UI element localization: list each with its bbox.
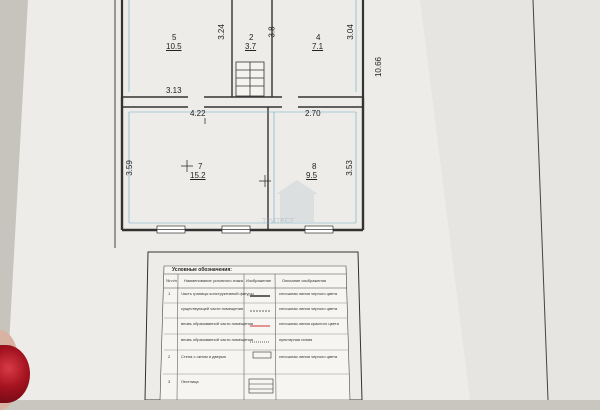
dim-2-70: 2.70 [305, 109, 321, 118]
legend-row-5-num: 2 [168, 354, 171, 359]
room-5-number: 5 [172, 33, 177, 42]
legend-row-5-desc: сплошная линия черного цвета [279, 354, 338, 359]
legend-row-2-desc: сплошная линия черного цвета [279, 306, 338, 311]
legend-row-3-name: вновь образованной части помещения [181, 321, 254, 326]
room-2-number: 2 [249, 33, 254, 42]
room-8-number: 8 [312, 162, 317, 171]
legend-row-3-desc: сплошная линия красного цвета [279, 321, 339, 326]
legend-row-6-num: 3 [168, 379, 171, 384]
room-2-area: 3.7 [245, 42, 257, 51]
legend-header-image: Изображение [246, 278, 272, 283]
legend-row-4-desc: пунктирная линия [279, 337, 313, 342]
outer-frame [532, 0, 549, 400]
dim-3-53: 3.53 [344, 160, 354, 176]
legend-header-name: Наименование условного знака [184, 278, 243, 283]
legend-header-num: № п/п [166, 278, 177, 283]
legend-header-description: Описание изображения [282, 278, 327, 283]
dim-3-13: 3.13 [166, 86, 182, 95]
legend-row-6-name: Лестница [181, 379, 199, 384]
legend-row-1-num: 1 [168, 291, 171, 296]
room-8-area: 9.5 [306, 171, 318, 180]
watermark-text: ТРИТЕСТ [262, 218, 295, 225]
legend-row-4-name: вновь образованной части помещения [181, 337, 254, 342]
legend-table [144, 251, 363, 400]
room-5-area: 10.5 [166, 42, 182, 51]
dim-3-8: 3.8 [267, 26, 277, 38]
floor-plan-photo [6, 0, 600, 400]
dim-3-59: 3.59 [124, 160, 134, 176]
watermark-graphic [276, 180, 318, 222]
room-4-area: 7.1 [312, 42, 324, 51]
dim-4-22: 4.22 [190, 109, 206, 118]
room-7-number: 7 [198, 162, 203, 171]
dim-3-04: 3.04 [345, 24, 355, 40]
legend-row-5-name: Стена с окном и дверью [181, 354, 227, 359]
windows [156, 225, 334, 234]
room-4-number: 4 [316, 33, 321, 42]
room-7-area: 15.2 [190, 171, 206, 180]
legend-title: Условные обозначения: [172, 267, 232, 273]
legend-row-1-desc: сплошная линия черного цвета [279, 291, 338, 296]
dim-3-24: 3.24 [216, 24, 226, 40]
dim-10-66: 10.66 [374, 56, 384, 78]
staircase [235, 61, 265, 97]
legend-row-1-name: Часть границы конструктивной фигуры [181, 291, 254, 296]
legend-row-2-name: существующей части помещения [181, 306, 244, 311]
